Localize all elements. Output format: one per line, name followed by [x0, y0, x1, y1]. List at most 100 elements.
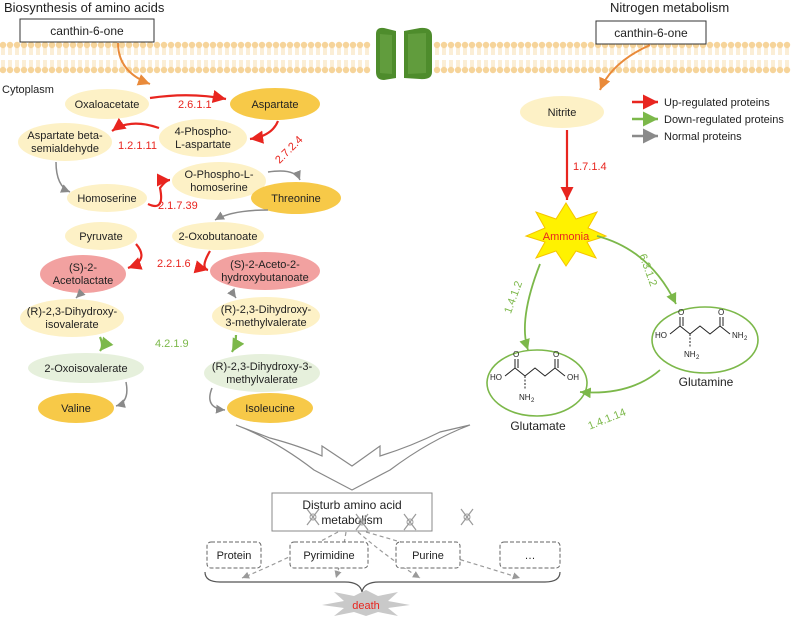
lipid-head [727, 41, 735, 49]
lipid-head [517, 66, 525, 74]
lipid-head [76, 41, 84, 49]
lipid-head [559, 66, 567, 74]
lipid-tail [337, 48, 341, 55]
lipid-tail [99, 48, 103, 55]
lipid-tail [309, 60, 313, 67]
node-oxoisovalerate-label: 2-Oxoisovalerate [44, 363, 127, 375]
lipid-tail [267, 48, 271, 55]
lipid-tail [575, 60, 579, 67]
node-aspartate [230, 88, 320, 120]
lipid-tail [295, 60, 299, 67]
lipid-head [482, 66, 490, 74]
lipid-head [153, 41, 161, 49]
blocked-icon [460, 508, 474, 526]
node-aspartate-semialdehyde-label-1: Aspartate beta- [27, 130, 103, 142]
lipid-tail [316, 60, 320, 67]
lipid-tail [596, 48, 600, 55]
input-arrow-right [599, 44, 651, 91]
lipid-head [706, 66, 714, 74]
input-box-right [595, 20, 707, 45]
disturb-label-1: Disturb amino acid [302, 498, 401, 512]
lipid-head [643, 66, 651, 74]
lipid-head [363, 66, 371, 74]
lipid-head [769, 41, 777, 49]
lipid-head [468, 41, 476, 49]
lipid-head [580, 66, 588, 74]
node-valine [38, 393, 114, 423]
lipid-head [720, 66, 728, 74]
lipid-tail [169, 48, 173, 55]
lipid-tail [113, 60, 117, 67]
lipid-head [440, 41, 448, 49]
lipid-tail [78, 48, 82, 55]
lipid-tail [785, 48, 789, 55]
lipid-tail [57, 60, 61, 67]
lipid-tail [176, 48, 180, 55]
arrow-glutamine-glutamate [579, 369, 661, 399]
lipid-head [545, 41, 553, 49]
lipid-tail [155, 48, 159, 55]
lipid-tail [50, 60, 54, 67]
lipid-tail [540, 48, 544, 55]
lipid-head [307, 41, 315, 49]
convergence-arrow-icon [235, 424, 471, 491]
lipid-head [531, 66, 539, 74]
lipid-tail [477, 60, 481, 67]
lipid-head [237, 66, 245, 74]
lipid-head [328, 66, 336, 74]
lipid-head [461, 41, 469, 49]
node-phospho-aspartate [159, 119, 247, 157]
lipid-head [0, 66, 7, 74]
lipid-tail [148, 60, 152, 67]
lipid-head [230, 41, 238, 49]
lipid-tail [435, 48, 439, 55]
lipid-head [524, 41, 532, 49]
node-homoserine-label: Homoserine [77, 193, 136, 205]
lipid-head [97, 41, 105, 49]
lipid-tail [120, 48, 124, 55]
lipid-head [433, 66, 441, 74]
lipid-tail [155, 60, 159, 67]
lipid-tail [708, 48, 712, 55]
lipid-head [300, 41, 308, 49]
lipid-tail [778, 48, 782, 55]
lipid-tail [477, 48, 481, 55]
dashed-arrow-purine [357, 531, 421, 579]
arrow-methylvalerate-dihydroxy2 [231, 334, 245, 353]
node-ammonia-starburst [524, 202, 608, 267]
arrow-aceto-methylvalerate [227, 288, 237, 299]
lipid-head [713, 66, 721, 74]
lipid-head [237, 41, 245, 49]
lipid-tail [456, 48, 460, 55]
lipid-head [69, 66, 77, 74]
lipid-head [503, 41, 511, 49]
lipid-head [0, 41, 7, 49]
lipid-tail [351, 60, 355, 67]
glutamate-o-right: O [553, 350, 559, 359]
node-homoserine [67, 184, 147, 212]
glutamate-molecule-icon: HO O O OH NH 2 [486, 349, 588, 417]
lipid-head [139, 41, 147, 49]
lipid-head [356, 66, 364, 74]
target-label-pyrimidine: Pyrimidine [303, 550, 354, 562]
lipid-tail [519, 48, 523, 55]
lipid-head [174, 66, 182, 74]
node-aspartate-semialdehyde [18, 123, 112, 161]
legend: Up-regulated proteins Down-regulated pro… [632, 94, 784, 144]
lipid-tail [288, 48, 292, 55]
lipid-head [62, 66, 70, 74]
lipid-head [349, 41, 357, 49]
lipid-head [132, 41, 140, 49]
lipid-head [209, 41, 217, 49]
lipid-head [433, 41, 441, 49]
lipid-tail [92, 48, 96, 55]
lipid-tail [701, 60, 705, 67]
lipid-head [118, 66, 126, 74]
node-glutamate-label: Glutamate [510, 419, 566, 433]
lipid-tail [134, 60, 138, 67]
lipid-tail [295, 48, 299, 55]
node-oxaloacetate [65, 89, 149, 119]
glutamate-nh-sub: 2 [531, 398, 535, 404]
lipid-head [720, 41, 728, 49]
